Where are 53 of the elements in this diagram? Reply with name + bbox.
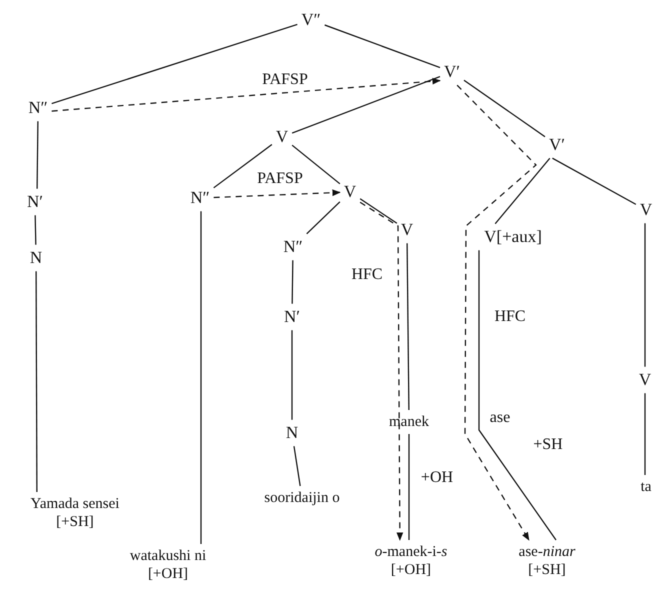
category-label: V′ <box>442 60 462 84</box>
branch-line <box>292 76 440 134</box>
category-label: N <box>28 246 44 270</box>
dashed-arrow <box>456 84 537 541</box>
branch-line <box>52 24 298 104</box>
word-label: manek <box>387 412 431 432</box>
word-label: ase-ninar <box>518 543 576 561</box>
category-label: V′ <box>547 134 567 156</box>
branch-line <box>292 144 340 184</box>
category-label: N <box>284 422 300 444</box>
category-label: V <box>342 180 358 204</box>
dashed-arrow <box>360 202 404 541</box>
branch-line <box>464 80 546 138</box>
word-label: ta <box>638 477 654 497</box>
branch-line <box>408 434 410 540</box>
category-label: V″ <box>299 8 323 32</box>
branch-line <box>292 260 294 304</box>
feature-label: [+SH] <box>528 561 566 579</box>
category-label: N′ <box>25 190 45 214</box>
word-label: sooridaijin o <box>262 488 342 508</box>
category-label: V <box>636 368 654 392</box>
branch-line <box>360 198 398 224</box>
word-label: Yamada sensei <box>30 495 120 513</box>
feature-label: [+SH] <box>56 513 94 531</box>
branch-line <box>406 243 410 410</box>
branch-line <box>494 158 550 224</box>
branch-line <box>36 271 38 492</box>
branch-line <box>478 250 556 540</box>
category-label: V <box>398 218 416 242</box>
category-label: N′ <box>282 306 302 328</box>
category-label: V <box>274 126 290 148</box>
branch-line <box>36 121 38 189</box>
branch-line <box>291 330 293 420</box>
category-label: N″ <box>281 236 305 258</box>
branch-line <box>200 211 202 544</box>
word-label: o-manek-i-s <box>374 543 448 561</box>
branch-line <box>213 144 272 188</box>
branch-line <box>644 223 646 367</box>
branch-line <box>552 158 636 205</box>
category-label: N″ <box>26 96 50 120</box>
category-label: V[+aux] <box>482 226 544 248</box>
word-label: watakushi ni <box>130 547 206 565</box>
branch-line <box>34 215 36 245</box>
dashed-arrow <box>52 78 441 112</box>
branch-line <box>644 393 646 475</box>
category-label: N″ <box>188 186 212 210</box>
feature-label: [+OH] <box>390 561 432 579</box>
feature-label: [+OH] <box>148 565 188 583</box>
branch-line <box>293 446 301 486</box>
branch-line <box>306 201 340 234</box>
branch-line <box>324 24 440 68</box>
dashed-arrow <box>214 189 341 198</box>
category-label: V <box>638 198 654 222</box>
